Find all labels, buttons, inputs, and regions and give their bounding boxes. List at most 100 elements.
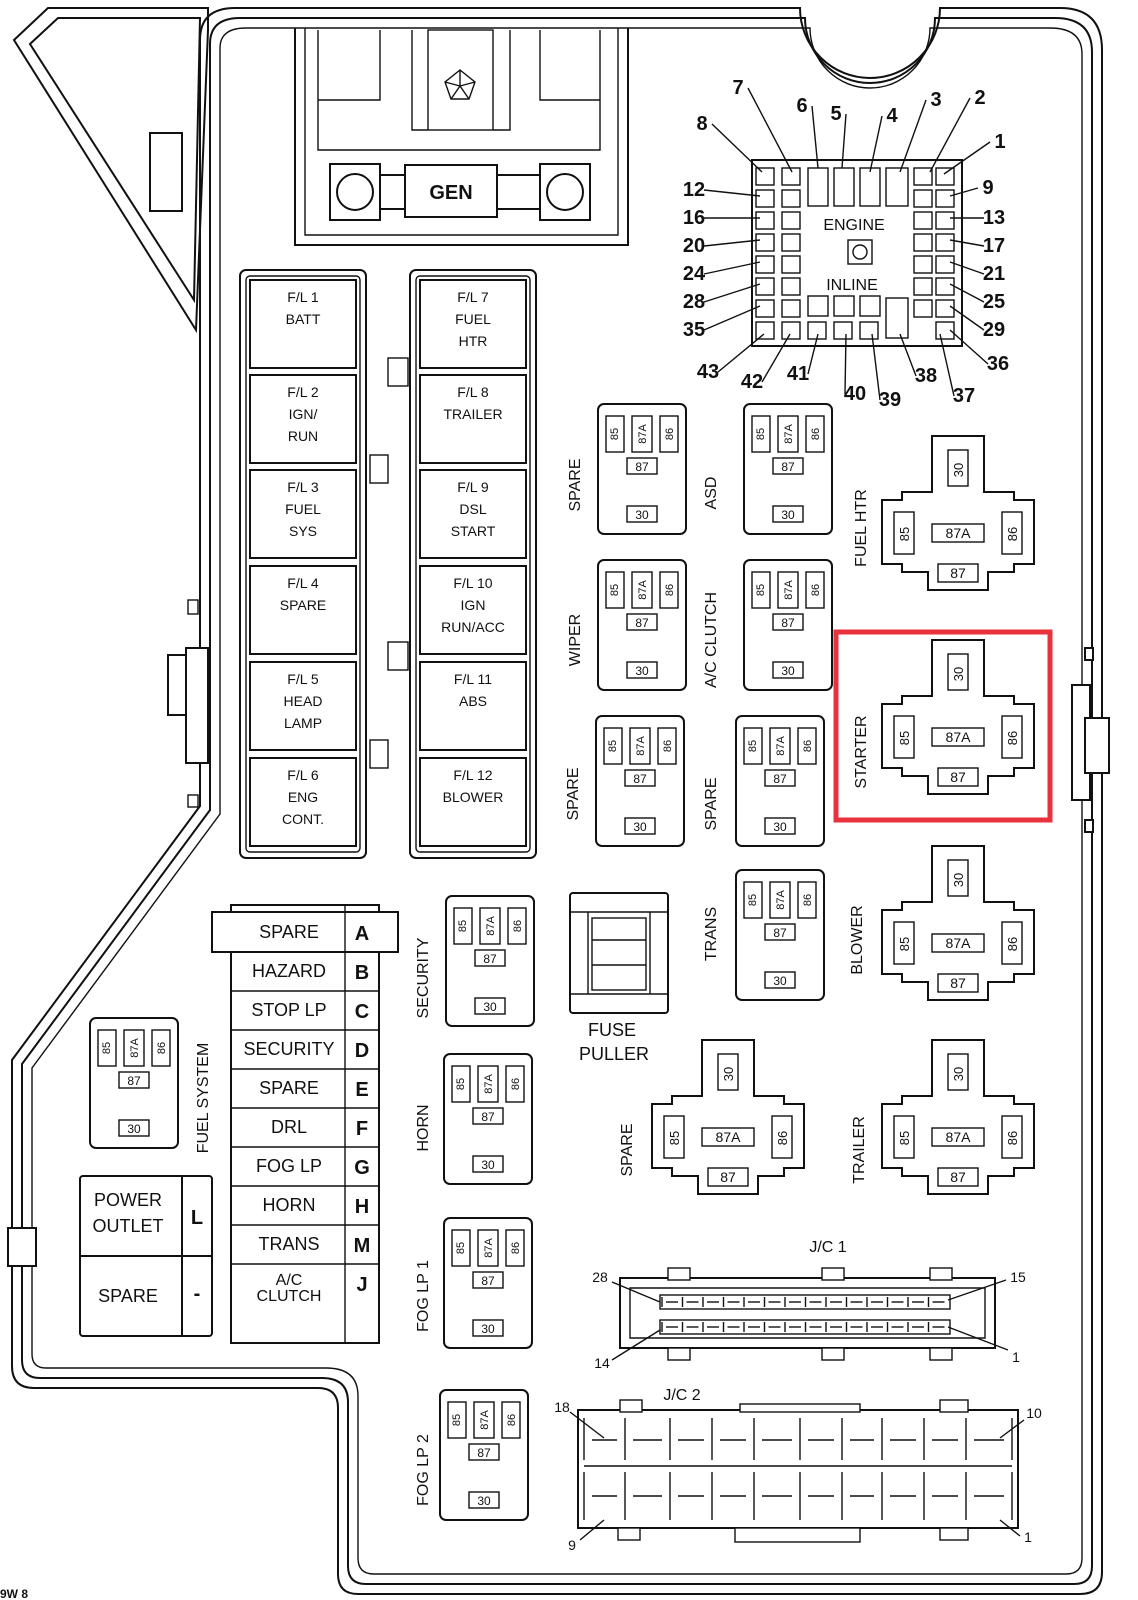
relay-pin-30: 30 [951,1067,966,1081]
fusible-link-text: DSL [459,501,486,517]
fusible-link-text: TRAILER [443,406,502,422]
fuse-row-highlight [211,911,399,953]
jc2-pin-1: 1 [1024,1529,1032,1545]
relay-body [881,1039,1035,1195]
fuse-row-code: A [355,923,369,945]
relay-pin-87: 87 [950,769,966,785]
fuse-row-code: E [355,1079,368,1101]
leader-line [703,305,761,331]
relay-pin-box [772,505,804,523]
fuse-row-label: A/C [276,1272,303,1289]
engine-pin-label-38: 38 [915,365,937,387]
engine-cavity [885,297,909,339]
fusible-link-10 [419,565,527,655]
fusible-link-text: HTR [459,333,488,349]
leader-line [811,105,819,169]
relay-pin-box [626,661,658,679]
relay-pin-box [118,1071,150,1089]
engine-cavity [755,321,775,340]
relay-pin-box [657,727,677,765]
leader-line [703,283,761,303]
relay-pin-30: 30 [635,664,649,678]
leader-line [949,187,979,197]
engine-cavity [807,295,829,317]
relay-pin-86: 86 [662,740,674,752]
relay-pin-box [931,1127,985,1147]
relay-pin-box [772,613,804,631]
relay-pin-86: 86 [810,428,822,440]
engine-inline-title-2: INLINE [826,277,878,294]
relay-body [881,845,1035,1001]
relay-pin-87: 87 [781,460,795,474]
fusible-link-text: F/L 7 [457,289,489,305]
engine-cavity [935,277,955,296]
engine-pin-label-7: 7 [732,77,743,99]
relay-label: ASD [703,477,720,510]
relay-pin-box [772,661,804,679]
leader-line [949,305,985,331]
power-outlet-code: L [191,1207,203,1229]
relay-label: SPARE [565,767,582,820]
power-outlet-spare: SPARE [98,1286,158,1306]
relay-pin-box [472,1107,504,1125]
fuse-row-label: CLUTCH [257,1288,322,1305]
leader-line [747,87,793,173]
relay-pin-30: 30 [127,1122,141,1136]
engine-pin-label-1: 1 [994,131,1005,153]
engine-cavity [755,211,775,230]
engine-cavity [755,167,775,186]
fusible-link-5 [249,661,357,751]
relay-pin-box [797,727,817,765]
relay-pin-box [764,923,796,941]
relay-pin-87: 87 [633,772,647,786]
fuse-row-code: M [354,1235,371,1257]
relay-pin-86: 86 [1005,731,1020,745]
relay-pin-87a: 87A [946,525,972,541]
relay-label: WIPER [567,614,584,666]
relay-pin-30: 30 [481,1322,495,1336]
fusible-link-text: F/L 1 [287,289,319,305]
engine-cavity [781,321,801,340]
engine-pin-label-42: 42 [741,371,763,393]
jc1-label: J/C 1 [809,1239,846,1256]
relay-pin-box [1001,715,1023,759]
jc1-pin-15: 15 [1010,1269,1026,1285]
relay-pin-box [947,1053,969,1091]
relay-pin-box [626,505,658,523]
relay-pin-box [659,571,679,609]
relay-pin-box [447,1401,467,1439]
fusible-link-text: LAMP [284,715,322,731]
engine-pin-label-16: 16 [683,207,705,229]
engine-cavity [885,167,909,207]
relay-pin-box [468,1491,500,1509]
relay-pin-86: 86 [810,584,822,596]
leader-line [841,113,847,169]
relay-pin-30: 30 [951,463,966,477]
engine-pin-label-21: 21 [983,263,1005,285]
relay-pin-box [797,881,817,919]
relay-pin-85: 85 [897,937,912,951]
relay-pin-box [451,1065,471,1103]
engine-pin-label-37: 37 [953,385,975,407]
housing-outline [7,7,1110,1595]
fusible-link-text: FUEL [455,311,491,327]
jc2-pin-10: 10 [1026,1405,1042,1421]
relay-pin-87: 87 [950,565,966,581]
relay-pin-85: 85 [667,1131,682,1145]
relay-pin-box [118,1119,150,1137]
fusible-link-text: F/L 4 [287,575,319,591]
leader-line [703,261,761,275]
leader-line [899,333,917,377]
engine-cavity [935,167,955,186]
relay-pin-87a: 87A [635,736,647,756]
engine-pin-label-36: 36 [987,353,1009,375]
relay-pin-box [477,1065,499,1103]
relay-pin-box [769,881,791,919]
relay-pin-86: 86 [506,1414,518,1426]
relay-label: FUEL SYSTEM [195,1043,212,1154]
relay-pin-87a: 87A [479,1410,491,1430]
engine-cavity [781,233,801,252]
